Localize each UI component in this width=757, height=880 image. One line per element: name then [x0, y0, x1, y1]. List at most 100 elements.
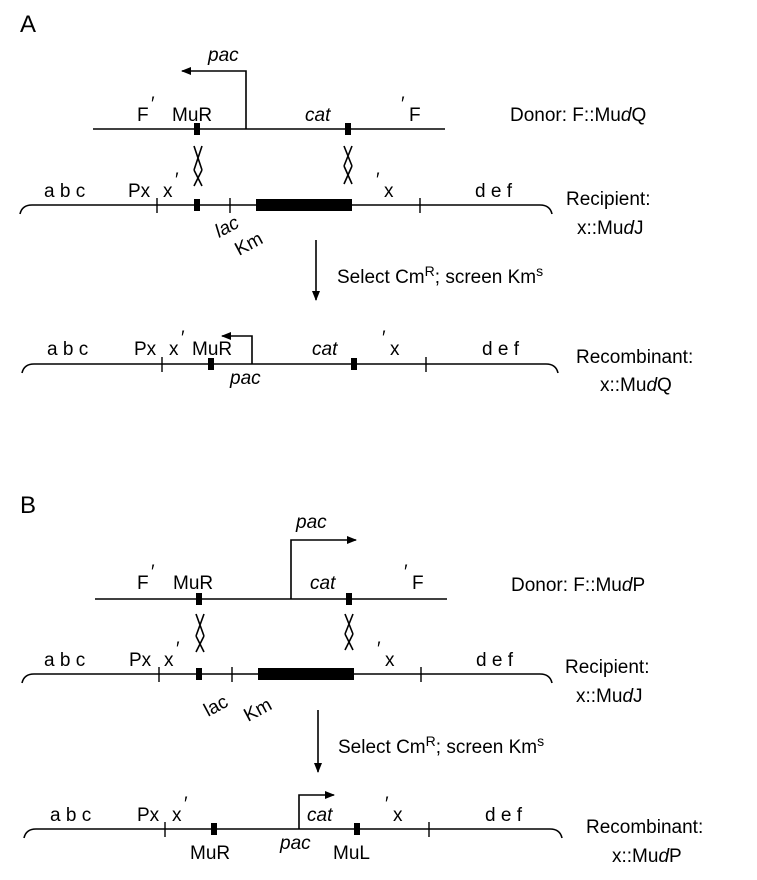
recipient-label-italic: d — [623, 218, 635, 239]
panel-b-label: B — [20, 492, 36, 519]
genes-left: a b c — [44, 650, 85, 671]
prime-mark: ′ — [377, 639, 381, 660]
mur-site — [194, 199, 200, 211]
select-text: Select Cm — [337, 267, 425, 288]
prime-mark: ′ — [376, 170, 380, 191]
px-label: Px — [134, 339, 157, 360]
panel-b-recipient: a b c Px x ′ lac Km ′ x d e f Recipient:… — [21, 639, 650, 726]
x-left-label: x — [164, 650, 174, 671]
prime-mark: ′ — [382, 328, 386, 349]
recombinant-label-line1: Recombinant: — [586, 817, 703, 838]
pac-promoter-arrow — [181, 67, 247, 129]
panel-a-donor: pac F ′ MuR cat ′ F Donor: F::MudQ — [93, 45, 646, 135]
cat-label: cat — [307, 805, 333, 826]
px-label: Px — [128, 181, 151, 202]
recombinant-label-italic: d — [658, 846, 670, 867]
pac-label: pac — [229, 368, 261, 389]
prime-mark: ′ — [151, 94, 155, 115]
genes-right: d e f — [476, 650, 514, 671]
recombinant-dna-line — [23, 828, 563, 839]
x-right-label: x — [384, 181, 394, 202]
recombinant-label-italic: d — [646, 375, 658, 396]
recipient-label-suffix: J — [634, 218, 644, 239]
selection-text: Select CmR; screen Kms — [338, 733, 544, 758]
screen-text: ; screen Km — [435, 267, 536, 288]
recombinant-label-line2: x::MudP — [612, 846, 682, 867]
genes-right: d e f — [475, 181, 513, 202]
km-superscript: s — [537, 733, 544, 749]
cat-label: cat — [305, 105, 331, 126]
recipient-label-line1: Recipient: — [566, 189, 651, 210]
cat-label: cat — [312, 339, 338, 360]
recombinant-label-prefix: x::Mu — [612, 846, 658, 867]
panel-a-label: A — [20, 11, 36, 38]
prime-mark: ′ — [181, 328, 185, 349]
km-superscript: s — [536, 263, 543, 279]
panel-b-donor: pac F ′ MuR cat ′ F Donor: F::MudP — [95, 512, 645, 605]
mur-site — [211, 823, 217, 835]
mur-site — [196, 593, 202, 605]
recombinant-label-line1: Recombinant: — [576, 347, 693, 368]
pac-label: pac — [207, 45, 239, 66]
recipient-label-line2: x::MudJ — [576, 686, 643, 707]
donor-label-italic: d — [622, 575, 634, 596]
km-block — [258, 668, 354, 680]
x-left-label: x — [169, 339, 179, 360]
prime-mark: ′ — [151, 562, 155, 583]
cat-label: cat — [310, 573, 336, 594]
prime-mark: ′ — [404, 562, 408, 583]
mur-site — [196, 668, 202, 680]
donor-label: Donor: F::MudP — [511, 575, 645, 596]
crossover-left — [193, 145, 203, 187]
recipient-label-prefix: x::Mu — [577, 218, 623, 239]
f-left-label: F — [137, 105, 149, 126]
recombinant-dna-line — [21, 363, 559, 374]
recombinant-label-suffix: Q — [657, 375, 672, 396]
donor-label-suffix: P — [632, 575, 645, 596]
donor-label-prefix: Donor: F::Mu — [511, 575, 622, 596]
genes-right: d e f — [485, 805, 523, 826]
pac-label: pac — [279, 833, 311, 854]
selection-text: Select CmR; screen Kms — [337, 263, 543, 288]
prime-mark: ′ — [176, 639, 180, 660]
px-label: Px — [137, 805, 160, 826]
mur-site — [194, 123, 200, 135]
cat-site — [346, 593, 352, 605]
km-block — [256, 199, 352, 211]
mul-site — [354, 823, 360, 835]
panel-a-recombinant: a b c Px x ′ MuR pac cat ′ x d e f Recom… — [21, 328, 693, 396]
crossover-right — [343, 145, 353, 185]
x-right-label: x — [385, 650, 395, 671]
recombinant-label-suffix: P — [669, 846, 682, 867]
recipient-label-suffix: J — [633, 686, 643, 707]
crossover-left — [195, 613, 205, 653]
recipient-label-line1: Recipient: — [565, 657, 650, 678]
genes-left: a b c — [44, 181, 85, 202]
pac-promoter-arrow — [221, 332, 253, 364]
recipient-label-line2: x::MudJ — [577, 218, 644, 239]
cm-superscript: R — [425, 263, 435, 279]
f-left-label: F — [137, 573, 149, 594]
pac-label: pac — [295, 512, 327, 533]
mul-label: MuL — [333, 843, 370, 864]
screen-text: ; screen Km — [436, 737, 537, 758]
cat-site — [345, 123, 351, 135]
recipient-label-italic: d — [622, 686, 634, 707]
prime-mark: ′ — [175, 170, 179, 191]
panel-a-recipient: a b c Px x ′ lac Km ′ x d e f Recipient:… — [19, 170, 651, 260]
cm-superscript: R — [426, 733, 436, 749]
x-left-label: x — [163, 181, 173, 202]
f-right-label: F — [412, 573, 424, 594]
panel-b-recombinant: a b c Px x ′ cat ′ x d e f MuR pac MuL R… — [23, 791, 703, 867]
mur-label: MuR — [192, 339, 232, 360]
panel-a: A pac F ′ MuR cat ′ F Donor: F::MudQ — [19, 11, 693, 396]
prime-mark: ′ — [184, 794, 188, 815]
mur-label: MuR — [172, 105, 212, 126]
pac-promoter-arrow — [298, 791, 335, 829]
prime-mark: ′ — [401, 94, 405, 115]
x-right-label: x — [393, 805, 403, 826]
donor-label: Donor: F::MudQ — [510, 105, 646, 126]
donor-label-prefix: Donor: F::Mu — [510, 105, 621, 126]
genes-left: a b c — [50, 805, 91, 826]
